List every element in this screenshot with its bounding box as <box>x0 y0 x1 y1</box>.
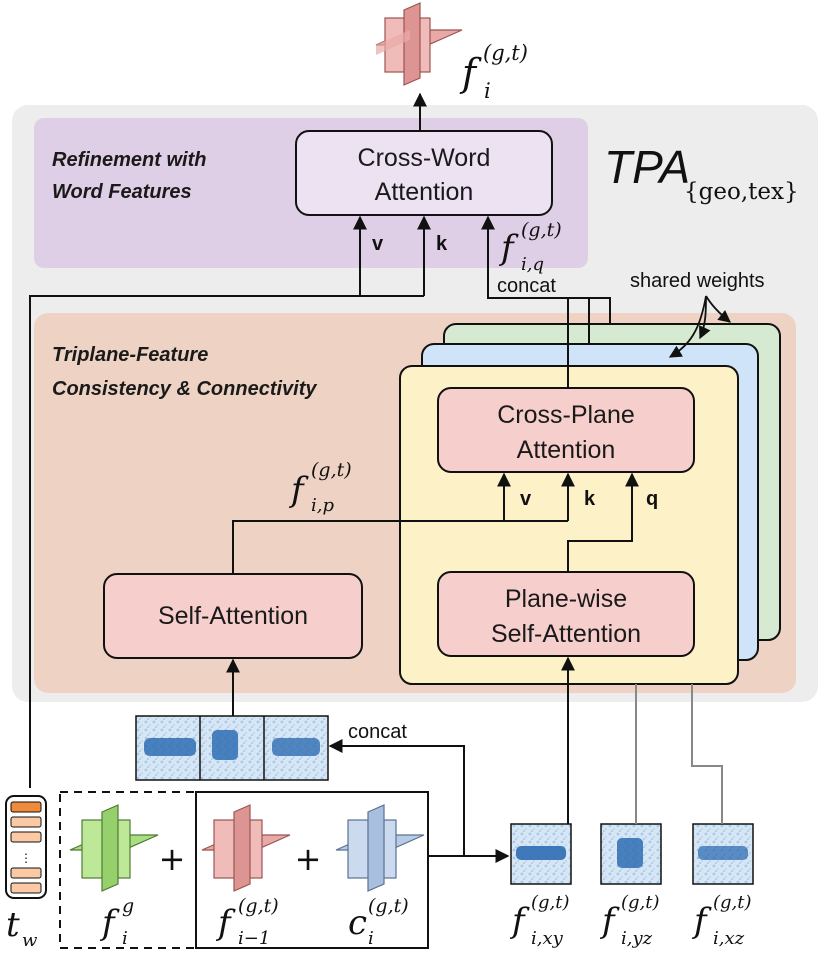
label-v-top: v <box>372 233 384 255</box>
input-solid-box <box>195 791 429 949</box>
cross-plane-label-line1: Cross-Plane <box>497 401 635 429</box>
plane-xz-image <box>692 823 754 885</box>
fxy-f: f <box>509 901 530 941</box>
cross-word-attention-box <box>295 130 553 216</box>
fip-sup: (g,t) <box>311 459 352 481</box>
concat-label-top: concat <box>497 275 556 297</box>
concat-arrow-strip <box>328 739 465 856</box>
word-line-main <box>29 295 424 788</box>
cross-plane-label-line2: Attention <box>517 436 616 464</box>
shared-weights-arrow-1 <box>668 295 707 358</box>
tw-t: t <box>6 905 20 945</box>
fiq-sub: i,q <box>521 254 544 275</box>
shared-weights-label: shared weights <box>630 270 765 292</box>
cross-word-label-line2: Attention <box>375 178 474 206</box>
label-k-top: k <box>436 233 448 255</box>
cross-plane-attention-box <box>437 387 695 473</box>
svg-text:⋮: ⋮ <box>20 851 32 865</box>
green-cube <box>69 804 159 892</box>
fxy-sup: (g,t) <box>531 892 570 913</box>
word-token-stack: ⋮ <box>5 795 47 899</box>
refinement-title-line2: Word Features <box>52 181 192 203</box>
plane-xy-image <box>510 823 572 885</box>
arrow-cp-q <box>567 472 639 572</box>
fig-sup: g <box>122 895 134 917</box>
ci-sub: i <box>368 928 374 949</box>
fim1-sub: i−1 <box>238 928 270 949</box>
tw-sub: w <box>22 930 38 951</box>
ci-sup: (g,t) <box>368 895 409 917</box>
output-f-sub: i <box>484 79 491 103</box>
fxz-f: f <box>691 901 712 941</box>
fig-sub: i <box>122 928 128 949</box>
plus-2: + <box>295 840 322 878</box>
fyz-sub: i,yz <box>621 928 653 949</box>
cross-word-label-line1: Cross-Word <box>358 144 491 172</box>
fiq-sup: (g,t) <box>521 219 562 241</box>
triplane-title-line2: Consistency & Connectivity <box>52 378 317 400</box>
plane-wise-attention-box <box>437 571 695 657</box>
tpa-title: TPA <box>604 141 690 193</box>
concat-label-bottom: concat <box>348 721 407 743</box>
self-attention-label: Self-Attention <box>158 602 308 630</box>
pink-cube <box>201 804 291 892</box>
selfattn-to-crossplane <box>232 520 568 574</box>
shared-weights-arrow-2 <box>699 295 711 340</box>
concat-line-green <box>568 297 611 324</box>
plane-wise-label-line1: Plane-wise <box>505 585 627 613</box>
refinement-title-line1: Refinement with <box>52 149 206 171</box>
fxz-sub: i,xz <box>713 928 745 949</box>
triplane-title-line1: Triplane-Feature <box>52 344 208 366</box>
fxz-sup: (g,t) <box>713 892 752 913</box>
ci-c: c <box>348 903 367 943</box>
plane-wise-label-line2: Self-Attention <box>491 620 641 648</box>
fig-f: f <box>99 903 120 943</box>
label-v-mid: v <box>520 488 532 510</box>
label-q-mid: q <box>646 488 658 510</box>
fip-sub: i,p <box>311 495 334 516</box>
blue-cube <box>335 804 425 892</box>
concat-line-yellow <box>481 215 569 388</box>
label-k-mid: k <box>584 488 596 510</box>
fyz-sup: (g,t) <box>621 892 660 913</box>
fim1-sup: (g,t) <box>238 895 279 917</box>
output-f-sup: (g,t) <box>483 41 528 65</box>
tpa-subscript: {geo,tex} <box>684 179 799 205</box>
concat-feature-strip <box>135 715 329 781</box>
plane-yz-image <box>600 823 662 885</box>
output-triplane-cube <box>375 2 463 86</box>
plus-1: + <box>159 840 186 878</box>
fxy-sub: i,xy <box>531 928 564 949</box>
fim1-f: f <box>215 903 236 943</box>
fyz-f: f <box>599 901 620 941</box>
shared-weights-arrow-3 <box>705 295 731 323</box>
xz-to-green <box>691 684 723 824</box>
output-f: f <box>459 51 482 95</box>
